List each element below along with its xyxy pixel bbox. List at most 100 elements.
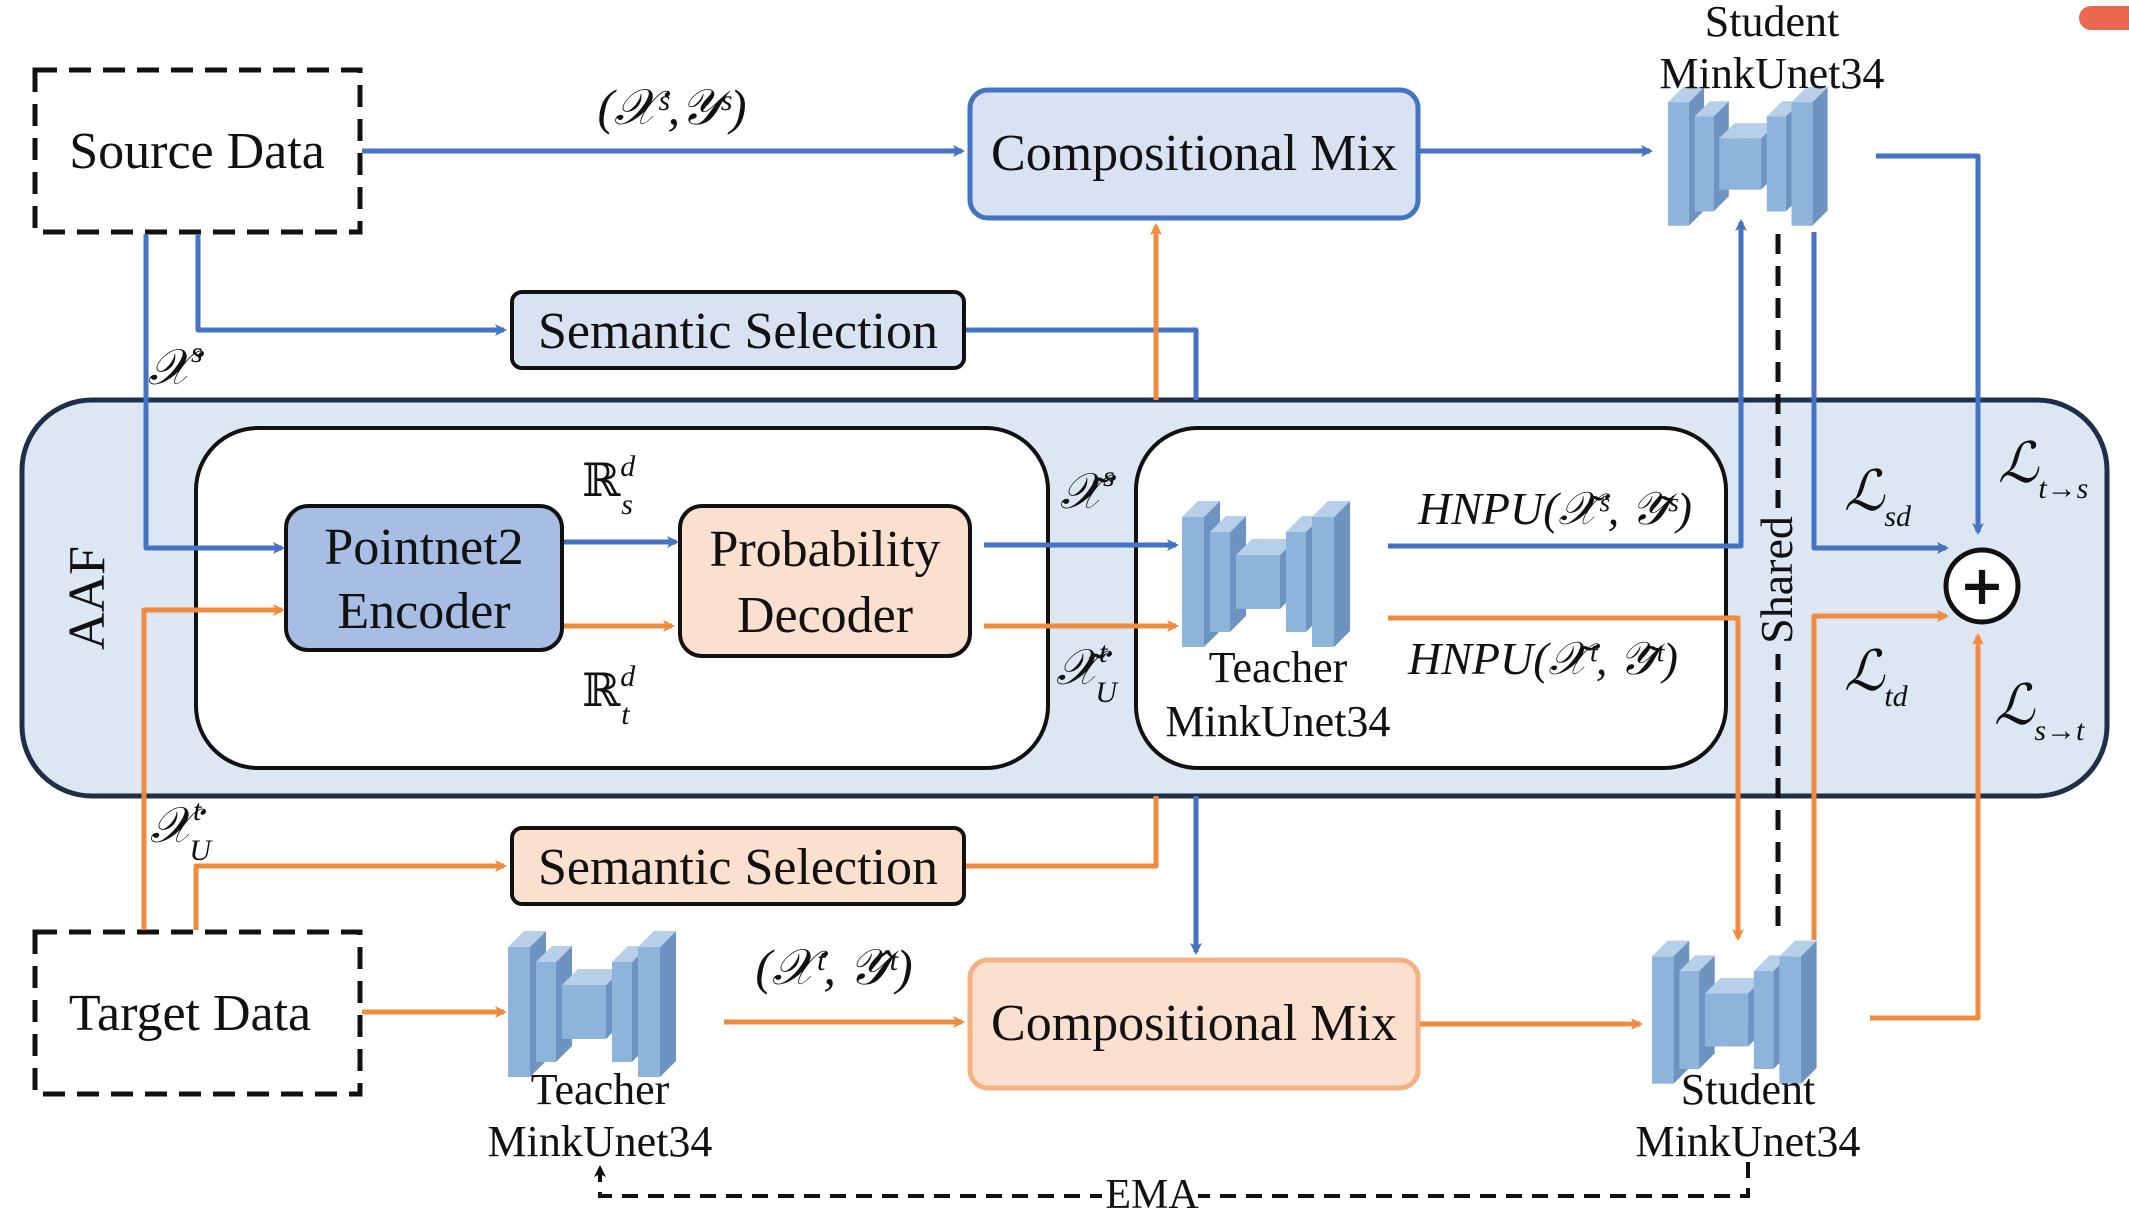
net-layer-top: [508, 931, 546, 947]
semantic-selection-bottom-label: Semantic Selection: [538, 839, 938, 896]
ema-label-bg: [1102, 1170, 1198, 1211]
teacher-network-mid-icon: [1182, 501, 1350, 647]
arrow-student-to-loss-st: [1870, 633, 1984, 1021]
net-layer: [1791, 102, 1813, 226]
student-top-label-1: Student: [1705, 0, 1839, 46]
net-layer: [1652, 956, 1674, 1084]
teacher-network-bottom-icon: [508, 931, 676, 1077]
net-layer: [1740, 138, 1762, 190]
net-layer-top: [1182, 501, 1220, 517]
net-layer-top: [1652, 940, 1690, 957]
net-layer: [1753, 971, 1774, 1069]
net-layer: [1694, 116, 1714, 212]
arrow-student-to-loss-sd: [1811, 232, 1949, 554]
teacher-mid-label-2: MinkUnet34: [1166, 697, 1391, 746]
target-data-box: [32, 929, 363, 1097]
shared-label-bg: [1756, 508, 1800, 654]
net-layer: [638, 947, 660, 1077]
student-top-label-2: MinkUnet34: [1660, 49, 1885, 98]
net-layer-side: [1812, 87, 1828, 226]
arrow-target-to-encoder: [141, 604, 285, 930]
net-layer: [508, 947, 530, 1077]
shared-label: Shared: [1751, 516, 1802, 644]
net-layer-side: [660, 931, 676, 1077]
net-layer-top: [562, 969, 600, 985]
net-layer-top: [638, 931, 676, 947]
probability-decoder: [678, 504, 972, 658]
student-bot-label-2: MinkUnet34: [1636, 1117, 1861, 1166]
net-layer-top: [1679, 955, 1715, 971]
arrow-source-to-encoder: [143, 234, 285, 554]
label-loss-ts: ℒt→s: [1998, 433, 2088, 505]
student-bot-label-1: Student: [1681, 1065, 1815, 1114]
compositional-mix-top-label: Compositional Mix: [991, 125, 1397, 182]
compositional-mix-top: [967, 87, 1421, 221]
net-layer: [1286, 532, 1306, 632]
net-layer-top: [1719, 123, 1756, 139]
net-layer: [584, 985, 606, 1039]
net-layer: [1236, 555, 1258, 609]
label-hnpu-t: HNPU(𝒳̃ᵗ, 𝒴̃ᵗ): [1407, 633, 1678, 684]
net-layer: [1779, 956, 1801, 1084]
net-layer-side: [1800, 940, 1817, 1084]
arrow-target-to-semantic: [193, 860, 507, 930]
semantic-selection-bottom: [510, 826, 966, 906]
net-layer: [1312, 517, 1334, 647]
net-layer-top: [1210, 516, 1246, 532]
semantic-selection-top: [510, 290, 966, 370]
semantic-selection-top-label: Semantic Selection: [538, 303, 938, 360]
label-loss-sd: ℒsd: [1844, 461, 1912, 533]
arrow-student-to-loss-td: [1811, 610, 1949, 940]
arrow-hnpu-t-to-student: [1388, 615, 1744, 941]
net-layer-top: [1694, 101, 1729, 117]
pointnet2-encoder: [284, 504, 564, 652]
net-layer-top: [1668, 87, 1705, 103]
net-layer: [612, 962, 632, 1062]
teacher-mid-label-1: Teacher: [1209, 643, 1348, 692]
net-layer: [1258, 555, 1280, 609]
net-layer: [1182, 517, 1204, 647]
arrow-semantic-orange-to-aaf: [966, 796, 1159, 869]
teacher-bot-label-1: Teacher: [531, 1065, 670, 1114]
net-layer: [1210, 532, 1230, 632]
sum-node: [1943, 547, 2021, 625]
label-hnpu-s: HNPU(𝒳̃ˢ, 𝒴̃ˢ): [1417, 483, 1692, 534]
label-loss-st: ℒs→t: [1994, 675, 2085, 747]
aaf-inner-right: [1134, 426, 1728, 770]
arrow-hnpu-s-to-student: [1388, 219, 1747, 549]
label-source-pair: (𝒳ˢ,𝒴ˢ): [597, 79, 746, 135]
source-data-label: Source Data: [69, 123, 325, 180]
aaf-label: AAF: [59, 546, 116, 650]
target-data-label: Target Data: [69, 985, 311, 1042]
net-layer: [1766, 116, 1786, 212]
student-network-bottom-icon: [1652, 940, 1817, 1084]
arrow-source-to-semantic: [195, 234, 507, 336]
student-network-top-icon: [1668, 87, 1828, 226]
compositional-mix-bottom-label: Compositional Mix: [991, 995, 1397, 1052]
ema-label: EMA: [1105, 1172, 1199, 1211]
app-badge[interactable]: [2079, 6, 2129, 30]
label-pseudo-pair: (𝒳ᵗ, 𝒴̂ᵗ): [755, 939, 912, 995]
decoder-label-1: Probability: [709, 521, 940, 578]
decoder-label-2: Decoder: [737, 587, 913, 644]
encoder-label-1: Pointnet2: [324, 519, 523, 576]
net-layer-top: [1704, 977, 1743, 994]
arrow-semantic-blue-to-aaf: [966, 327, 1199, 400]
label-loss-td: ℒtd: [1844, 641, 1909, 713]
net-layer: [1679, 971, 1700, 1069]
net-layer-top: [1236, 539, 1274, 555]
net-layer: [1668, 102, 1689, 226]
net-layer: [1719, 138, 1741, 190]
source-data-box: [32, 67, 363, 235]
arrow-student-to-loss-ts: [1876, 153, 1984, 535]
sum-node-label: +: [1959, 554, 2004, 617]
encoder-label-2: Encoder: [337, 583, 510, 640]
net-layer: [1726, 993, 1749, 1047]
net-layer: [1704, 993, 1727, 1047]
teacher-bot-label-2: MinkUnet34: [488, 1117, 713, 1166]
